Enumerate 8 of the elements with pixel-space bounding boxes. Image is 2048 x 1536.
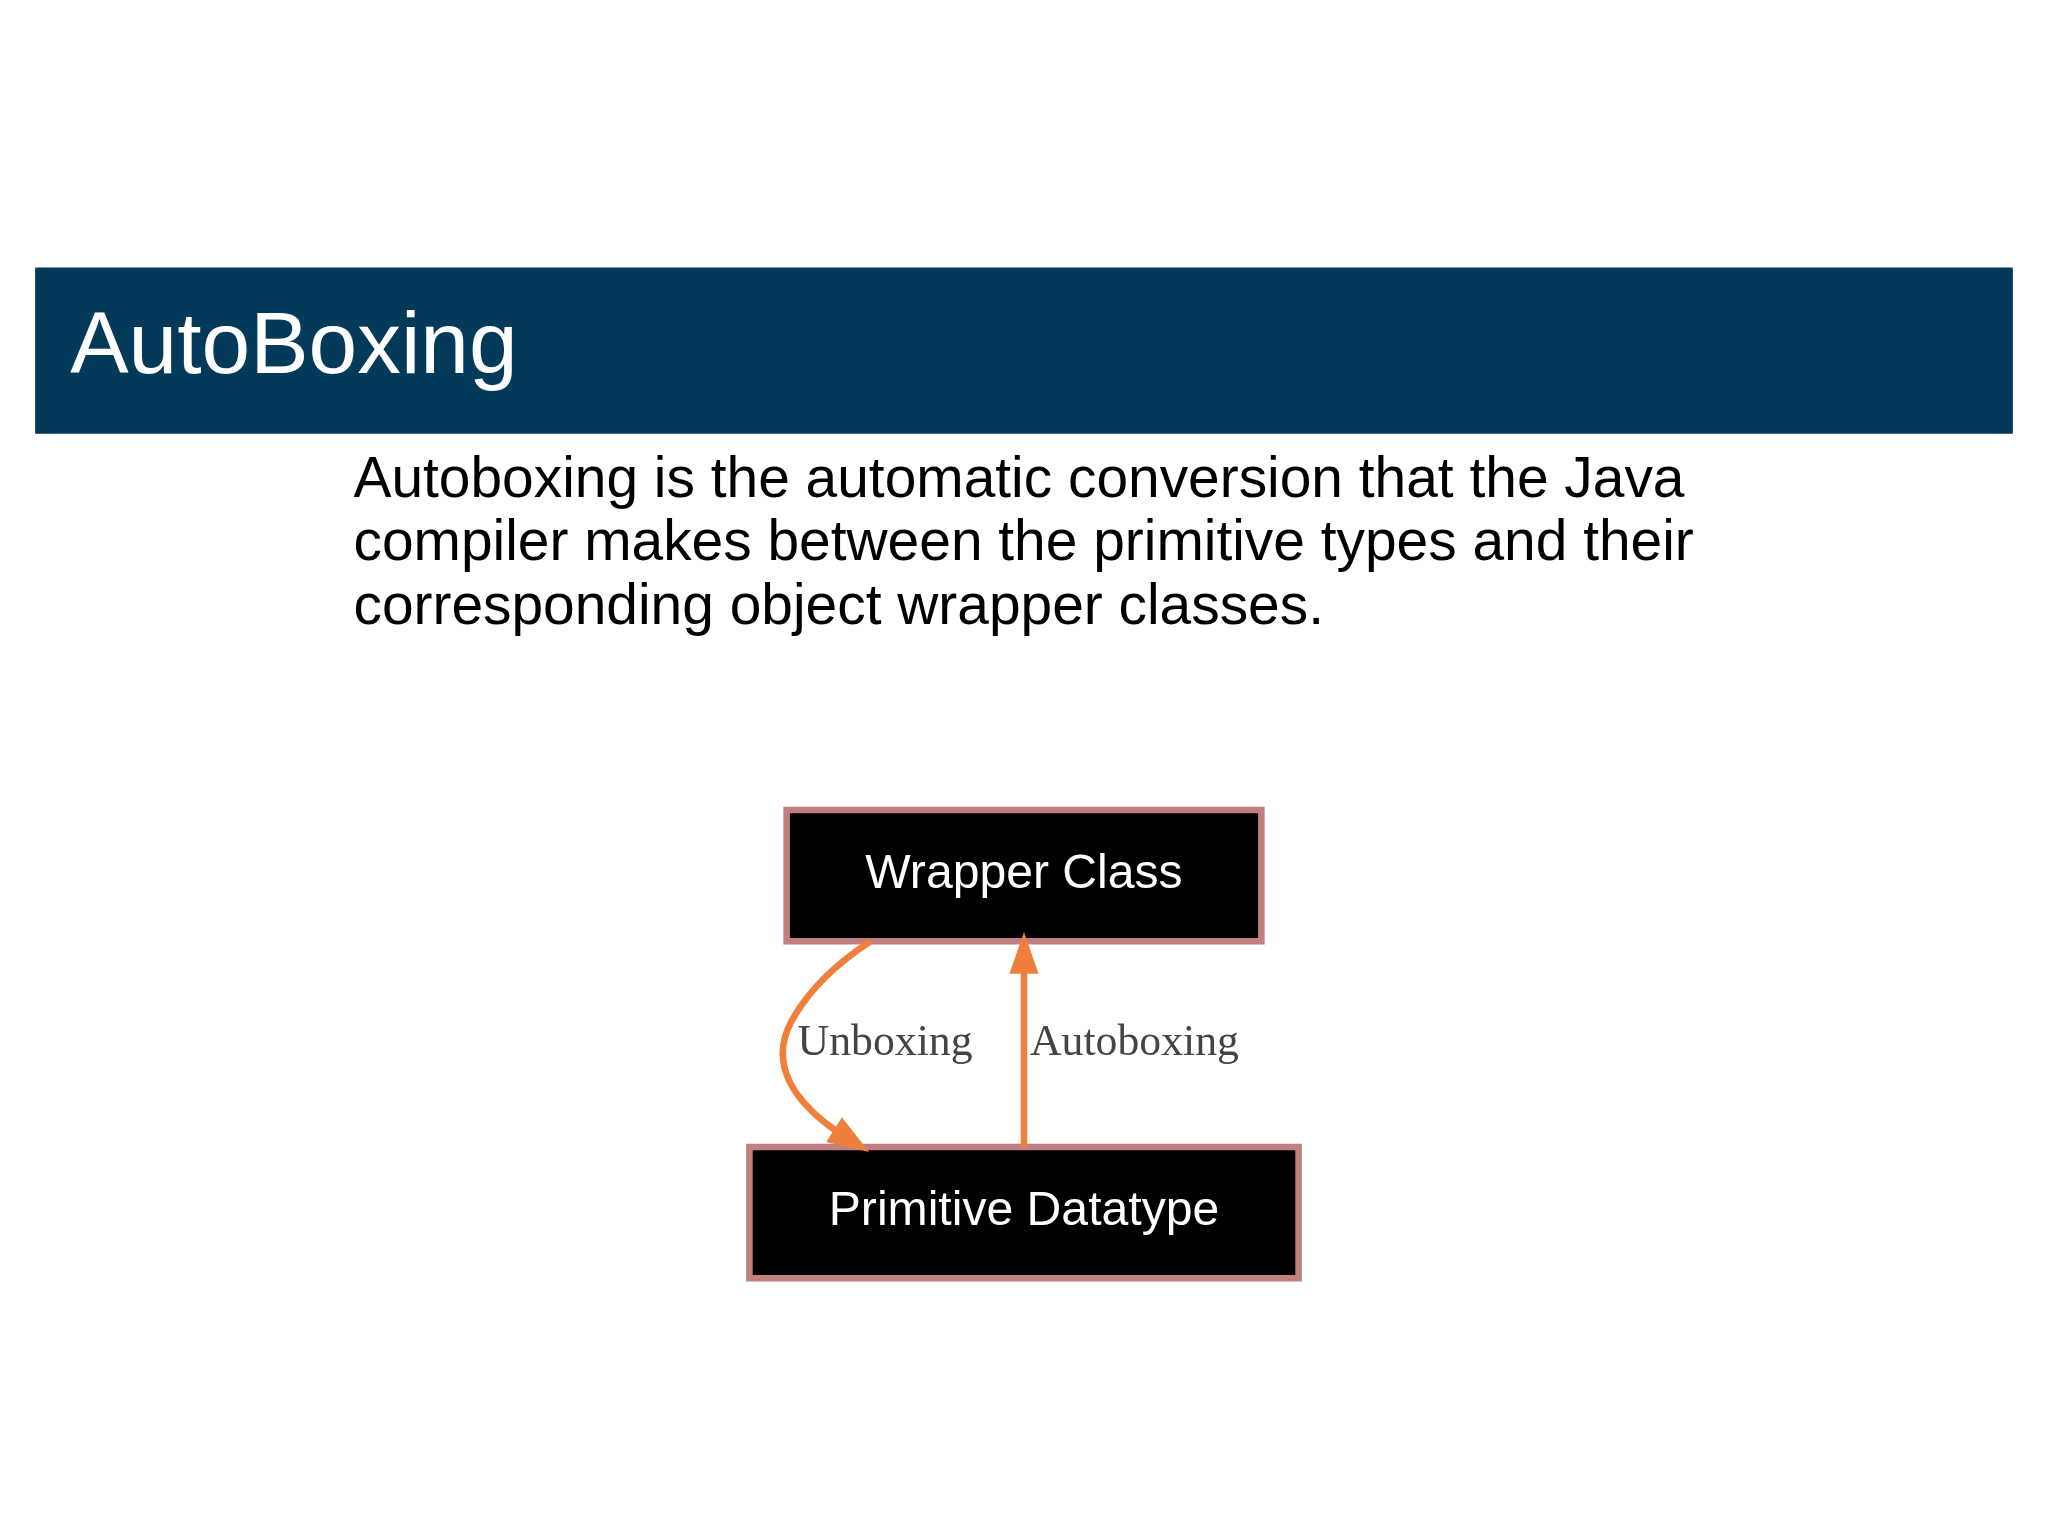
arrow [1009, 931, 1039, 1146]
edge-label: Unboxing [797, 1015, 973, 1064]
edge-label: Autoboxing [1029, 1015, 1239, 1064]
node-box: Primitive Datatype [746, 1143, 1302, 1282]
diagram-title: AutoBoxing [70, 293, 518, 392]
label: Autoboxing is the automatic conversion that the Java compiler makes between the primitive types and their corresponding object wrapper classes. [353, 445, 1694, 636]
node-box: Wrapper Class [783, 806, 1265, 945]
arrow [779, 938, 873, 1152]
